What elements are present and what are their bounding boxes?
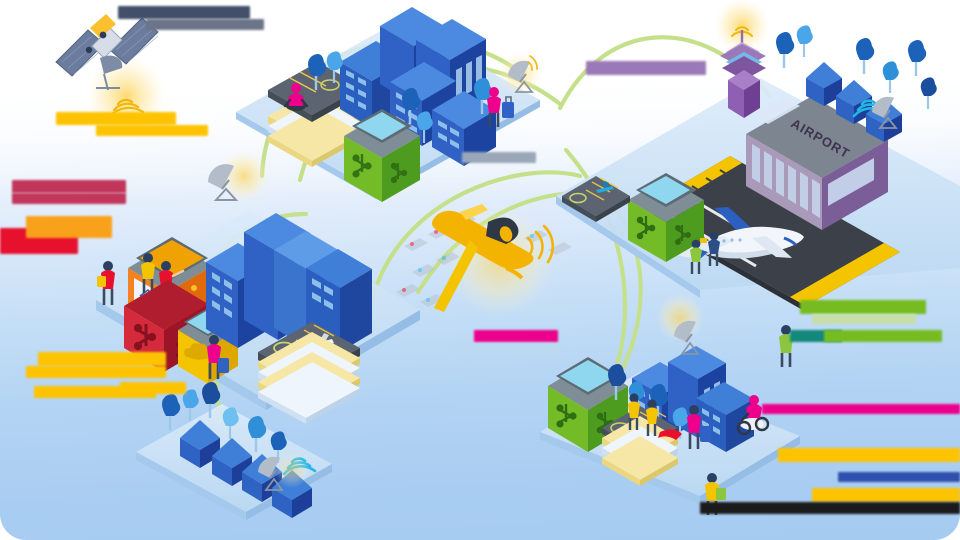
south-satellite-dish-icon: [656, 294, 704, 355]
pedestrian-figure: [97, 261, 115, 305]
fleet-band-dark-label: [700, 502, 960, 514]
ops-badge-orange-label: [26, 216, 112, 238]
deck-crew-figures: [628, 393, 682, 440]
central-city-island: [236, 7, 542, 202]
airport-neighbourhood: [776, 25, 937, 142]
motorcycle-rider: [283, 83, 309, 111]
uav-body: [432, 204, 534, 312]
helipad-pad: [562, 176, 630, 222]
satellite-subtitle-label: [146, 19, 264, 30]
pedestrian-figure: [207, 335, 229, 379]
airport-satellite-dish-icon: [872, 96, 898, 129]
south-parking-deck: [602, 393, 682, 486]
operations-parking-deck: [258, 322, 360, 424]
drone-caption-label: [474, 330, 558, 342]
village-caption-label: [120, 382, 186, 394]
satellite-title-label: [118, 6, 250, 19]
airport-data-center: [628, 173, 704, 262]
village-satellite-dish-icon: [258, 452, 310, 491]
airport-title-label: [586, 61, 706, 75]
city-caption-1-label: [38, 352, 166, 366]
worker-figure: [779, 325, 793, 367]
residential-island: [136, 382, 332, 520]
rider-caption-label: [762, 404, 960, 414]
pedestrian-figure: [687, 405, 711, 449]
city-caption-2-label: [26, 366, 166, 378]
communications-satellite-icon: [55, 14, 159, 91]
satellite-caption-1-label: [56, 112, 176, 125]
control-tower: [714, 0, 770, 118]
uplink-caption-label: [462, 152, 536, 163]
parking-deck: [268, 62, 362, 167]
city-skyscrapers: [340, 7, 496, 166]
satellite-caption-2-label: [96, 125, 208, 136]
data-center-building: [344, 109, 420, 202]
fleet-caption-label: [778, 448, 960, 462]
drone-aircraft: [396, 204, 572, 316]
cloud-icon: [184, 343, 211, 360]
airport-island: AIRPORT: [556, 0, 960, 312]
airport-trees: [776, 25, 937, 109]
city-trees: [308, 51, 493, 143]
operations-city-island: [96, 150, 420, 424]
drone-subcaption-label: [452, 344, 562, 354]
fleet-band-blue-label: [838, 472, 960, 482]
operations-satellite-dish-icon: [208, 150, 270, 202]
ground-ops-sub-label: [812, 314, 916, 324]
ground-crew-figures: [690, 231, 720, 274]
house-group: [806, 62, 902, 142]
airport-terminal: AIRPORT: [746, 96, 888, 230]
control-center-title-label: [12, 180, 126, 193]
control-center-sub-label: [12, 193, 126, 204]
village-trees: [162, 382, 287, 463]
ground-ops-band-label: [824, 330, 942, 342]
drone-signal-waves: [526, 224, 555, 264]
fleet-band-yellow-label: [812, 488, 960, 502]
ground-ops-title-label: [800, 300, 926, 314]
small-aircraft-icon: [596, 181, 614, 193]
satellite-dish-icon: [498, 52, 542, 96]
traveller-figure: [487, 87, 514, 127]
scooter-rider: [736, 395, 770, 436]
south-city-island: [540, 294, 800, 515]
